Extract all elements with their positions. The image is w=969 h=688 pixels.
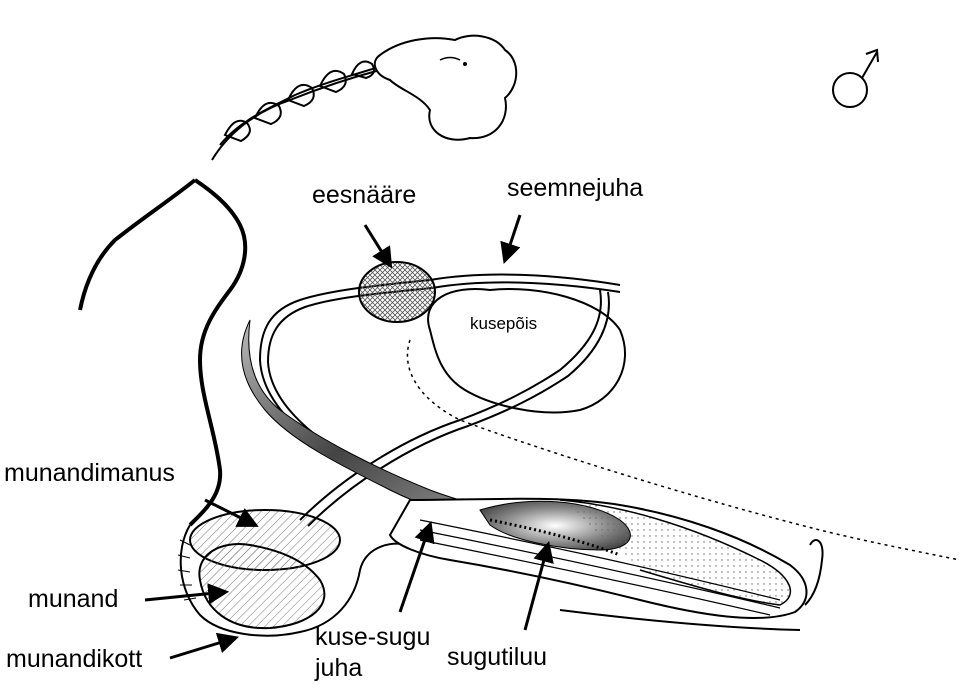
prostate <box>358 261 436 323</box>
pointer-arrows <box>144 214 554 660</box>
testis <box>198 543 326 630</box>
label-kuse-sugu-line1: kuse-sugu <box>315 623 431 651</box>
os-penis <box>489 518 621 557</box>
label-seemnejuha: seemnejuha <box>507 174 644 202</box>
bladder <box>427 288 626 414</box>
label-munand: munand <box>28 585 119 613</box>
belly-line <box>406 339 961 561</box>
pelvis-bone <box>373 34 518 141</box>
male-symbol-icon <box>832 48 879 108</box>
label-kuse-sugu-line2: juha <box>315 654 363 683</box>
label-munandikott: munandikott <box>6 645 143 673</box>
label-sugutiluu: sugutiluu <box>447 643 548 671</box>
label-eesnaare: eesnääre <box>312 181 417 209</box>
label-kusepois: kusepõis <box>470 314 538 333</box>
label-kuse-sugu-juha: kuse-sugu juha <box>315 622 465 685</box>
label-munandimanus: munandimanus <box>4 459 175 487</box>
body-outline <box>188 178 248 527</box>
